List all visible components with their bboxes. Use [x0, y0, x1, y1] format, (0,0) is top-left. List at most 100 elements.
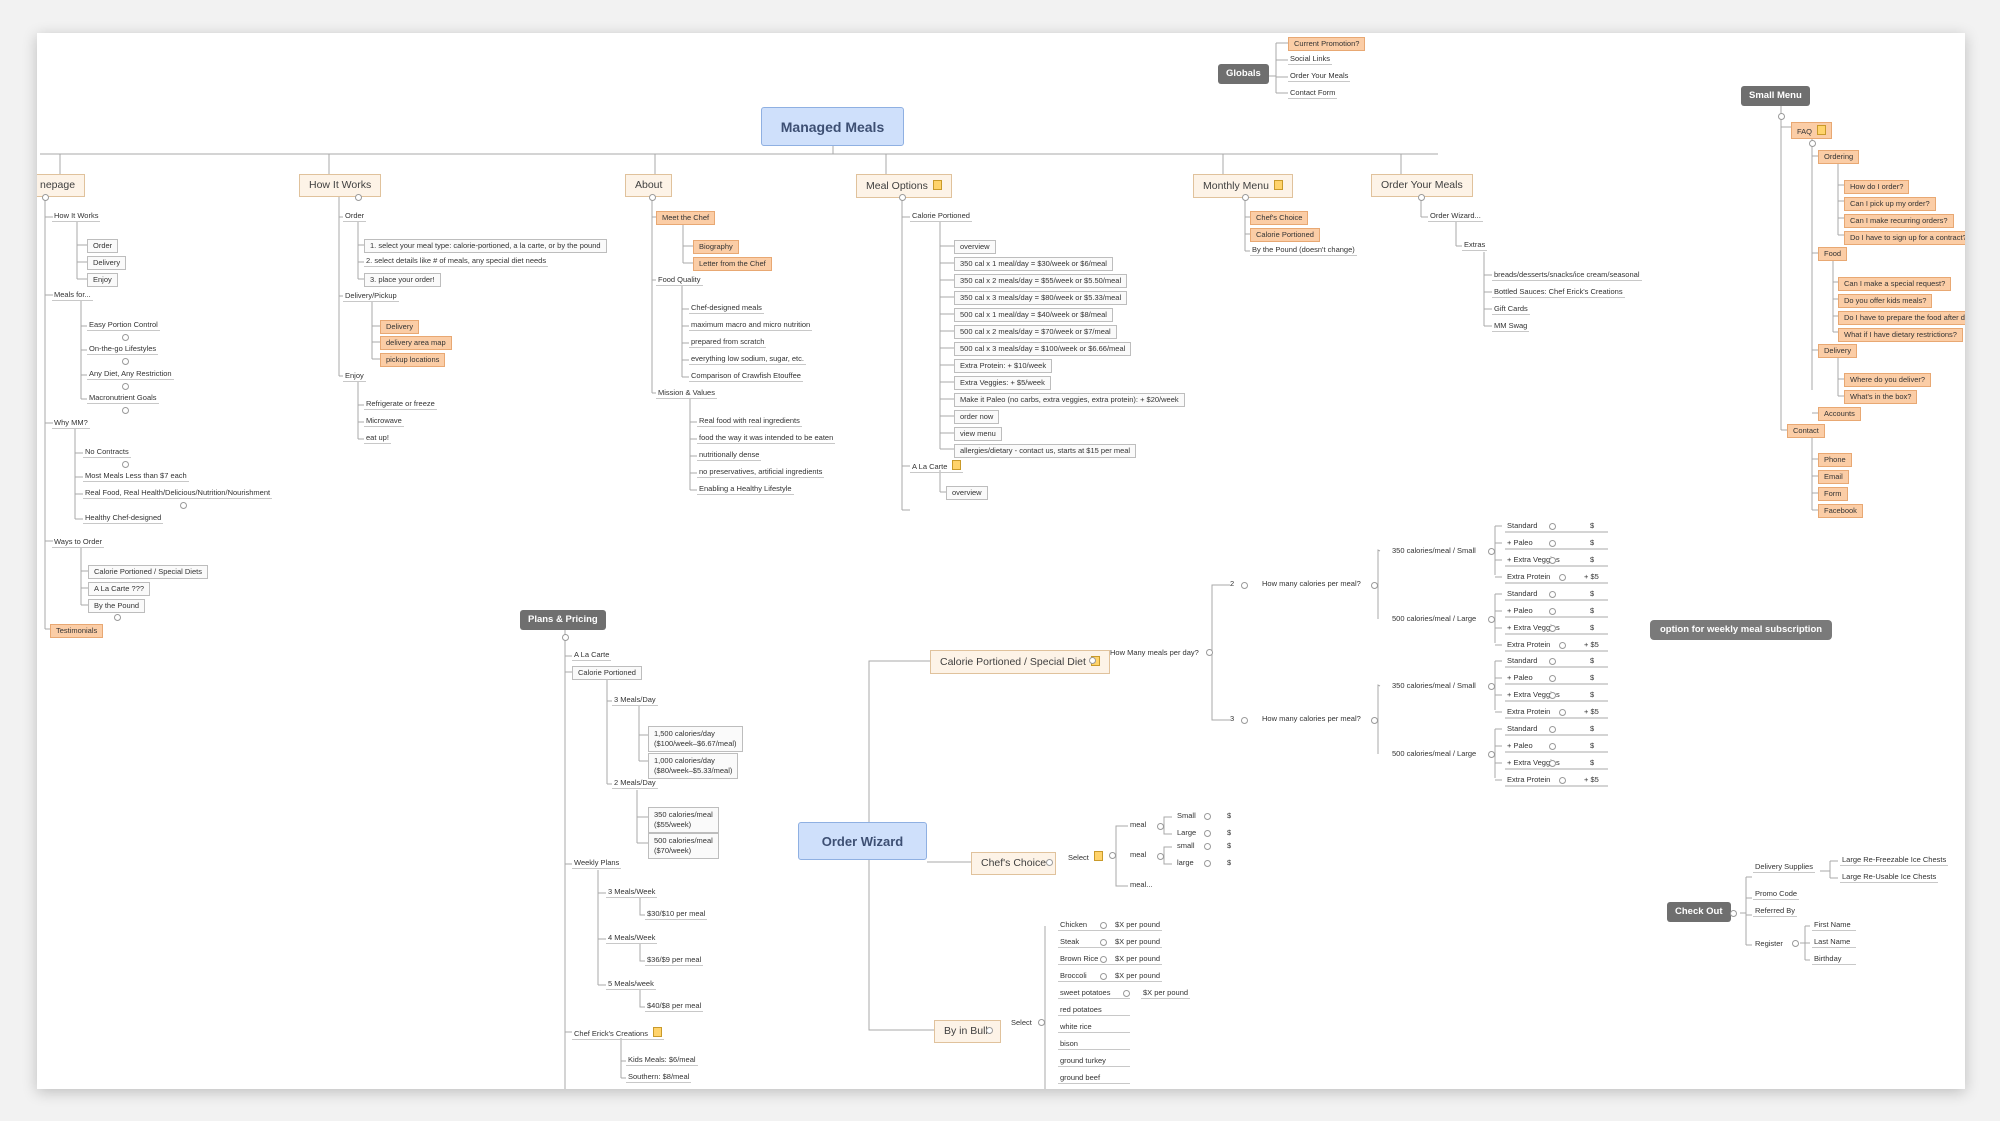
order-wizard-node[interactable]: Order Wizard [798, 822, 927, 860]
collapse-toggle-icon[interactable] [1559, 777, 1566, 784]
collapse-toggle-icon[interactable] [1100, 922, 1107, 929]
ow-option-row[interactable]: Extra Protein [1507, 775, 1551, 784]
about-food-quality[interactable]: Food Quality [656, 275, 703, 286]
co-promo-code[interactable]: Promo Code [1753, 889, 1800, 900]
collapse-toggle-icon[interactable] [1549, 743, 1556, 750]
collapse-toggle-icon[interactable] [1549, 557, 1556, 564]
co-supplies-item[interactable]: Large Re-Freezable Ice Chests [1840, 855, 1949, 866]
pp-weekly-price[interactable]: $30/$10 per meal [645, 909, 708, 920]
collapse-toggle-icon[interactable] [1204, 830, 1211, 837]
hiw-delivery-item[interactable]: Delivery [380, 320, 420, 334]
co-delivery-supplies[interactable]: Delivery Supplies [1753, 862, 1815, 873]
collapse-toggle-icon[interactable] [899, 194, 906, 201]
hiw-order[interactable]: Order [343, 211, 367, 222]
ow-bulk-item[interactable]: Steak [1058, 937, 1130, 948]
ow-bulk-price[interactable]: $X per pound [1141, 988, 1191, 999]
ow-chefs-choice[interactable]: Chef's Choice [971, 852, 1057, 875]
sm-accounts[interactable]: Accounts [1818, 407, 1861, 421]
collapse-toggle-icon[interactable] [355, 194, 362, 201]
hp-why-item[interactable]: Healthy Chef-designed [83, 513, 164, 524]
co-referred-by[interactable]: Referred By [1753, 906, 1798, 917]
about-mission-item[interactable]: food the way it was intended to be eaten [697, 433, 836, 444]
about-mission-item[interactable]: no preservatives, artificial ingredients [697, 467, 825, 478]
collapse-toggle-icon[interactable] [1809, 140, 1816, 147]
co-register-item[interactable]: First Name [1812, 920, 1856, 931]
ow-cc-size[interactable]: large [1177, 858, 1194, 867]
mo-cp-item[interactable]: 350 cal x 1 meal/day = $30/week or $6/me… [954, 257, 1113, 271]
pp-3-day-option[interactable]: 1,500 calories/day($100/week–$6.67/meal) [648, 726, 743, 752]
globals-node[interactable]: Globals [1218, 64, 1269, 84]
sm-delivery-item[interactable]: Where do you deliver? [1844, 373, 1932, 387]
ow-option-row[interactable]: + Extra Veggies [1507, 690, 1560, 699]
ow-bulk-item[interactable]: Brown Rice [1058, 954, 1130, 965]
collapse-toggle-icon[interactable] [1549, 760, 1556, 767]
collapse-toggle-icon[interactable] [1038, 1019, 1045, 1026]
ow-option-row[interactable]: + Extra Veggies [1507, 623, 1560, 632]
pp-chef-erick[interactable]: Chef Erick's Creations [572, 1026, 664, 1040]
sm-ordering-item[interactable]: Can I make recurring orders? [1844, 214, 1954, 228]
collapse-toggle-icon[interactable] [42, 194, 49, 201]
collapse-toggle-icon[interactable] [1241, 717, 1248, 724]
collapse-toggle-icon[interactable] [1100, 939, 1107, 946]
sm-delivery-item[interactable]: What's in the box? [1844, 390, 1918, 404]
hp-meals-for-item[interactable]: Easy Portion Control [87, 320, 160, 331]
ow-cc-price[interactable]: $ [1227, 811, 1232, 820]
about-quality-item[interactable]: Chef-designed meals [689, 303, 764, 314]
collapse-toggle-icon[interactable] [1549, 608, 1556, 615]
about-mission-item[interactable]: nutritionally dense [697, 450, 762, 461]
mm-item[interactable]: By the Pound (doesn't change) [1250, 245, 1357, 256]
collapse-toggle-icon[interactable] [1549, 523, 1556, 530]
sm-faq[interactable]: FAQ [1791, 122, 1833, 139]
ow-bulk-item[interactable]: Broccoli [1058, 971, 1130, 982]
ow-select[interactable]: Select [1066, 850, 1105, 863]
hp-ways-item[interactable]: A La Carte ??? [88, 582, 151, 596]
sm-ordering-item[interactable]: Do I have to sign up for a contract? [1844, 231, 1965, 245]
pp-2-day-option[interactable]: 500 calories/meal($70/week) [648, 833, 719, 859]
ow-calorie-option[interactable]: 350 calories/meal / Small [1392, 546, 1476, 555]
ow-option-row[interactable]: + Paleo [1507, 538, 1533, 547]
collapse-toggle-icon[interactable] [1488, 548, 1495, 555]
collapse-toggle-icon[interactable] [649, 194, 656, 201]
ow-option-row[interactable]: Standard [1507, 724, 1538, 733]
ow-cc-size[interactable]: small [1177, 841, 1195, 850]
hp-how-item[interactable]: Order [87, 239, 119, 253]
hiw-order-step[interactable]: 1. select your meal type: calorie-portio… [364, 239, 607, 253]
co-supplies-item[interactable]: Large Re-Usable Ice Chests [1840, 872, 1939, 883]
hp-how-item[interactable]: Delivery [87, 256, 127, 270]
hp-ways-item[interactable]: By the Pound [88, 599, 146, 613]
sm-contact[interactable]: Contact [1787, 424, 1825, 438]
ow-option-row[interactable]: Standard [1507, 589, 1538, 598]
pp-weekly-price[interactable]: $36/$9 per meal [645, 955, 704, 966]
mo-cp-item[interactable]: view menu [954, 427, 1002, 441]
ow-option-row[interactable]: Extra Protein [1507, 707, 1551, 716]
collapse-toggle-icon[interactable] [1730, 910, 1737, 917]
mo-cp-item[interactable]: overview [954, 240, 996, 254]
hp-ways-to-order[interactable]: Ways to Order [52, 537, 105, 548]
about-quality-item[interactable]: Comparison of Crawfish Etouffee [689, 371, 803, 382]
collapse-toggle-icon[interactable] [1488, 751, 1495, 758]
oym-extras-item[interactable]: MM Swag [1492, 321, 1530, 332]
sm-delivery[interactable]: Delivery [1818, 344, 1858, 358]
co-register-item[interactable]: Birthday [1812, 954, 1856, 965]
ow-meal-count[interactable]: 3 [1230, 714, 1235, 723]
hp-why-mm[interactable]: Why MM? [52, 418, 90, 429]
about-quality-item[interactable]: prepared from scratch [689, 337, 767, 348]
ow-option-price[interactable]: $ [1590, 758, 1595, 767]
collapse-toggle-icon[interactable] [1549, 692, 1556, 699]
mo-calorie-portioned[interactable]: Calorie Portioned [910, 211, 972, 222]
ow-option-price[interactable]: $ [1590, 555, 1595, 564]
ow-option-price[interactable]: $ [1590, 623, 1595, 632]
collapse-toggle-icon[interactable] [1206, 649, 1213, 656]
ow-option-row[interactable]: + Paleo [1507, 673, 1533, 682]
pp-weekly-option[interactable]: 4 Meals/Week [606, 933, 658, 944]
sm-food[interactable]: Food [1818, 247, 1848, 261]
sm-contact-item[interactable]: Phone [1818, 453, 1852, 467]
oym-extras-item[interactable]: Bottled Sauces: Chef Erick's Creations [1492, 287, 1625, 298]
ow-option-row[interactable]: Standard [1507, 656, 1538, 665]
sm-ordering[interactable]: Ordering [1818, 150, 1860, 164]
mo-alc-item[interactable]: overview [946, 486, 988, 500]
collapse-toggle-icon[interactable] [1100, 973, 1107, 980]
ow-option-row[interactable]: + Paleo [1507, 741, 1533, 750]
collapse-toggle-icon[interactable] [180, 502, 187, 509]
ow-option-price[interactable]: $ [1590, 606, 1595, 615]
